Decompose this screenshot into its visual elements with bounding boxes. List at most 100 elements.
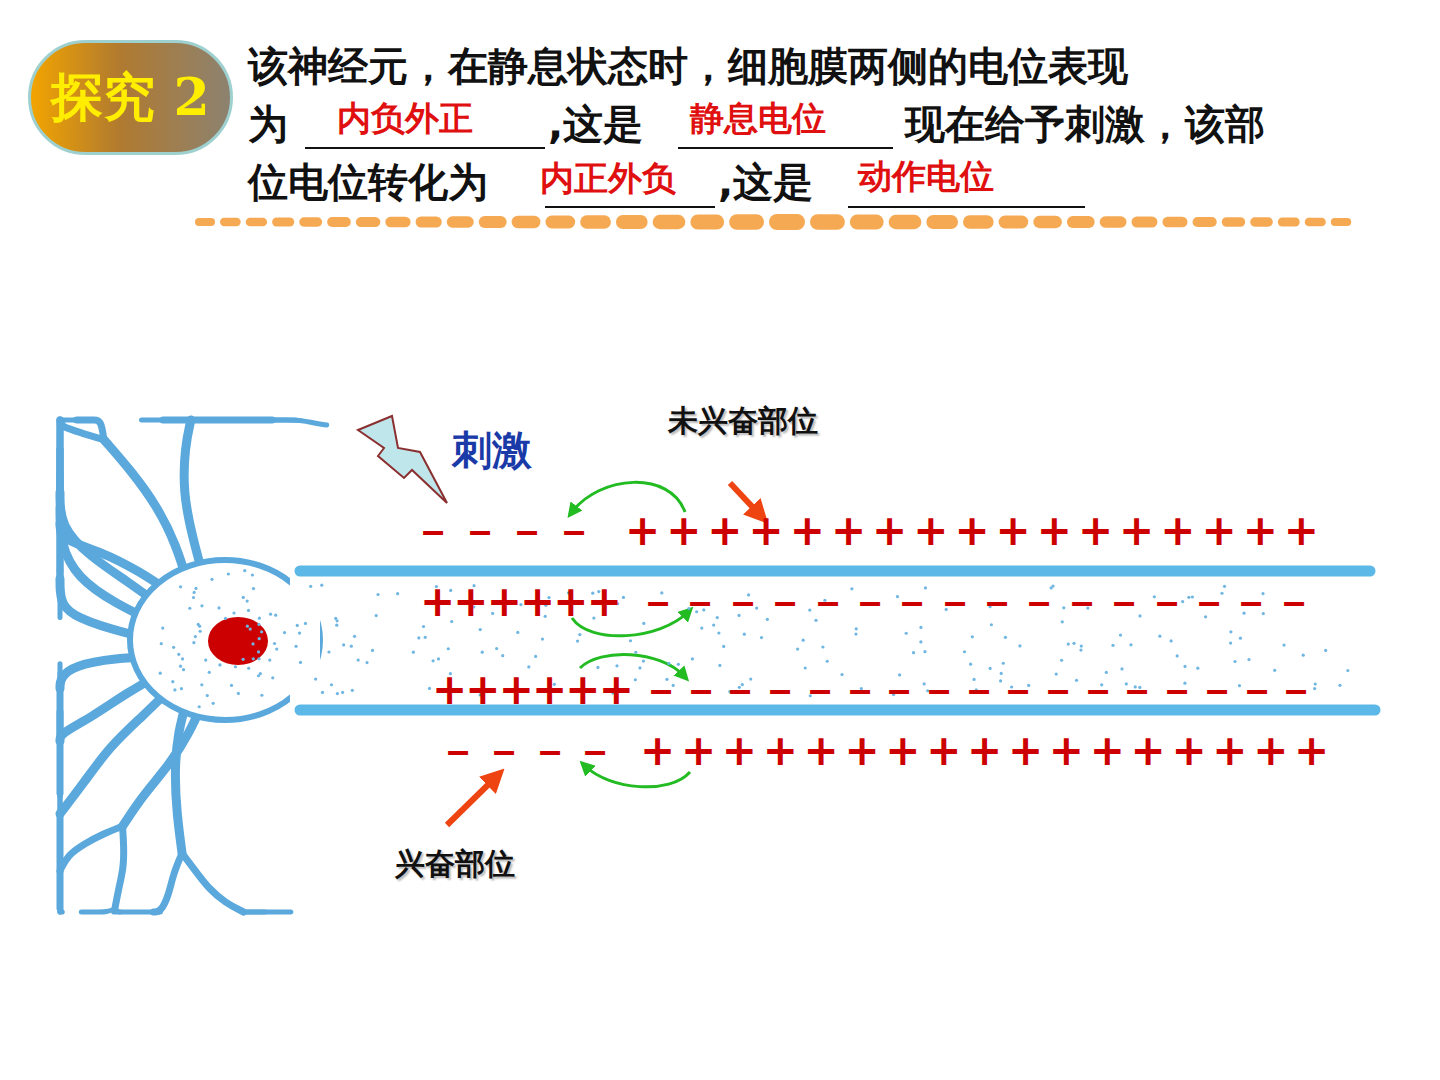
dendrite (58, 871, 63, 912)
dendrite (77, 420, 104, 440)
charge-signs: －－－－－－－－－－－－－－－－ (637, 577, 1315, 627)
dendrites (60, 420, 327, 912)
divider-dash (1033, 216, 1062, 228)
dot (1169, 639, 1172, 642)
answer-text: 内正外负 (540, 158, 676, 199)
divider-dash (479, 216, 507, 228)
dendrite (58, 664, 63, 712)
axon-hillock (290, 576, 320, 705)
answer-text: 动作电位 (858, 156, 994, 197)
dot (1004, 636, 1007, 639)
dot (826, 660, 829, 663)
dot (1346, 669, 1349, 672)
dot (760, 636, 763, 639)
dot (428, 687, 431, 690)
dot (667, 662, 670, 665)
dot (1229, 630, 1232, 633)
dot (246, 600, 249, 603)
dendrite (175, 694, 188, 853)
dot (971, 635, 974, 638)
dot (1338, 684, 1341, 687)
dot (1302, 654, 1305, 657)
part-label: 兴奋部位 (395, 846, 515, 882)
dot (336, 692, 339, 695)
dot (200, 604, 203, 607)
dot (206, 694, 209, 697)
badge-text: 探究 2 (51, 63, 209, 133)
dot (298, 632, 301, 635)
answer-text: 内负外正 (337, 98, 473, 139)
divider-dash (1100, 216, 1127, 227)
dot (796, 647, 799, 650)
divider-dash (447, 216, 474, 228)
dot (722, 645, 725, 648)
dot (257, 623, 260, 626)
dot (260, 630, 263, 633)
dendrite (182, 853, 244, 912)
dot (321, 691, 324, 694)
dot (212, 702, 215, 705)
dendrite (142, 418, 163, 423)
dot (242, 596, 245, 599)
dot (912, 651, 915, 654)
dot (854, 633, 857, 636)
dot (246, 625, 249, 628)
dot (1111, 644, 1114, 647)
divider-dash (1305, 218, 1326, 227)
dot (179, 665, 182, 668)
dot (294, 645, 297, 648)
dot (905, 632, 908, 635)
dot (208, 671, 211, 674)
divider-dash (416, 216, 442, 227)
dot (1324, 649, 1327, 652)
dot (251, 573, 254, 576)
dot (412, 651, 415, 654)
divider-dash (272, 217, 294, 226)
dot (350, 645, 353, 648)
dot (578, 633, 581, 636)
divider-dash (963, 215, 994, 228)
question-text: 为 (248, 100, 288, 148)
charge-signs: －－－－ (412, 506, 600, 556)
dendrite (115, 826, 124, 909)
dot (274, 614, 277, 617)
dendrite (244, 909, 291, 914)
dot (495, 647, 498, 650)
divider-dash (1278, 218, 1300, 227)
dot (259, 672, 262, 675)
dot (1002, 662, 1005, 665)
dot (210, 578, 213, 581)
divider-dash (327, 217, 351, 227)
dot (173, 688, 176, 691)
dot (159, 672, 162, 675)
dot (161, 626, 164, 629)
dot (743, 633, 746, 636)
dendrite (163, 418, 170, 423)
dot (224, 617, 227, 620)
dendrite (60, 826, 123, 871)
dot (309, 585, 312, 588)
dendrite (191, 417, 272, 424)
divider-dash (889, 215, 922, 229)
dot (257, 650, 260, 653)
dot (1282, 643, 1285, 646)
divider-dash (580, 215, 611, 228)
dot (341, 691, 344, 694)
dendrite (60, 685, 175, 814)
dot (534, 655, 537, 658)
dot (193, 591, 196, 594)
charge-signs: ++++++ (432, 665, 632, 715)
dot (1247, 658, 1250, 661)
question-text: ,这是 (718, 158, 813, 206)
divider-dash (926, 215, 958, 229)
dot (194, 587, 197, 590)
dot (447, 647, 450, 650)
dot (188, 607, 191, 610)
divider-dash (810, 214, 845, 229)
dot (275, 648, 278, 651)
dot (437, 657, 440, 660)
dot (802, 639, 805, 642)
dot (273, 642, 276, 645)
dendrite (114, 910, 154, 915)
dot (234, 665, 237, 668)
